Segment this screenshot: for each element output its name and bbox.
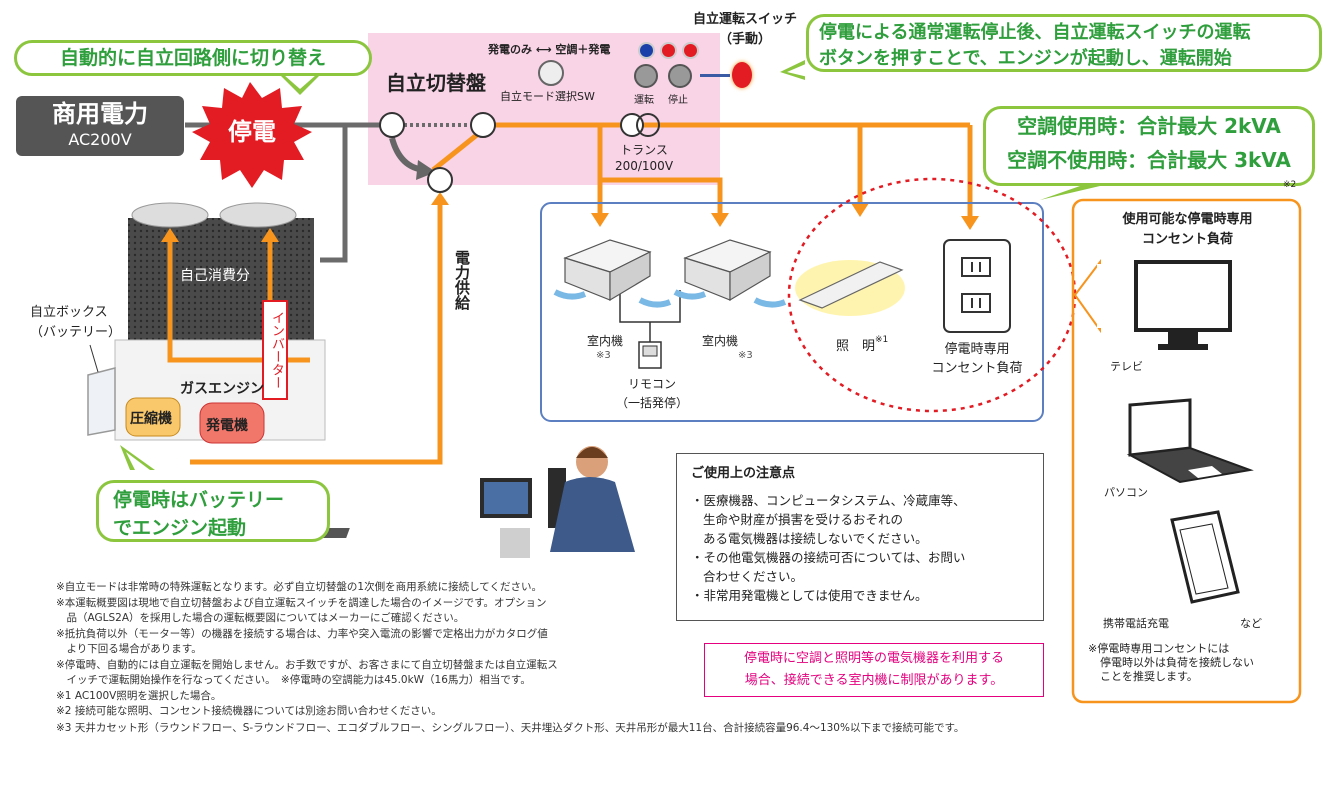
contact-independent <box>427 167 453 193</box>
stop-button[interactable] <box>668 64 692 88</box>
commercial-power-box: 商用電力 AC200V <box>16 96 184 156</box>
contact-load <box>470 112 496 138</box>
generator-label: 発電機 <box>206 418 248 434</box>
tv-icon <box>1134 260 1232 350</box>
power-supply-label: 電力供給 <box>453 250 471 310</box>
tablet-icon <box>1170 510 1240 604</box>
outage-burst-icon <box>192 82 312 188</box>
switch-blade <box>431 128 485 172</box>
loads-panel-mark: ※2 <box>1283 180 1297 190</box>
manual-switch-wire <box>700 74 730 77</box>
run-button[interactable] <box>634 64 658 88</box>
pc-label: パソコン <box>1104 486 1148 499</box>
caution-box: ご使用上の注意点 ・医療機器、コンピュータシステム、冷蔵庫等、 生命や財産が損害… <box>676 453 1044 621</box>
battery-box-icon <box>87 367 116 436</box>
bubble-instruction: 停電による通常運転停止後、自立運転スイッチの運転 ボタンを押すことで、エンジンが… <box>806 14 1322 72</box>
compressor-label: 圧縮機 <box>130 411 172 427</box>
lighting-label: 照 明※1 <box>836 335 889 354</box>
outage-label: 停電 <box>228 118 276 146</box>
footnote-3: ※3 天井カセット形（ラウンドフロー、S-ラウンドフロー、エコダブルフロー、シン… <box>56 722 965 734</box>
remote-label: リモコン （一括発停） <box>615 377 688 410</box>
switch-panel-bg <box>368 33 720 185</box>
outlet-icon <box>943 239 1011 333</box>
indoor-unit-1-icon <box>553 239 672 308</box>
commercial-power-label: 商用電力 <box>52 100 148 128</box>
indicator-lamps <box>638 42 700 63</box>
manual-switch-label: 自立運転スイッチ （手動） <box>692 12 797 47</box>
phone-label: 携帯電話充電 <box>1103 617 1169 630</box>
footnotes: ※自立モードは非常時の特殊運転となります。必ず自立切替盤の1次側を商用系統に接続… <box>56 581 558 717</box>
indoor-unit-2-label: 室内機 <box>702 334 739 348</box>
indoor-area-box <box>540 202 1044 422</box>
self-consumption-line <box>300 122 348 263</box>
mode-select-label: 発電のみ ⟷ 空調＋発電 <box>488 43 611 56</box>
lighting-icon <box>795 260 905 316</box>
battery-box-label: 自立ボックス （バッテリー） <box>30 305 122 340</box>
warning-box: 停電時に空調と照明等の電気機器を利用する 場合、接続できる室内機に制限があります… <box>704 643 1044 697</box>
loads-panel-border <box>1071 198 1302 704</box>
self-consumption-label: 自己消費分 <box>180 268 250 284</box>
loads-panel-title: 使用可能な停電時専用 コンセント負荷 <box>1122 212 1253 247</box>
indoor-unit-2-note: ※3 <box>738 350 753 361</box>
power-supply-line <box>190 200 443 465</box>
mode-select-sw-label: 自立モード選択SW <box>500 90 595 103</box>
manual-switch-button[interactable] <box>732 62 752 88</box>
loads-panel-note: ※停電時専用コンセントには 停電時以外は負荷を接続しない ことを推奨します。 <box>1088 642 1254 683</box>
indoor-unit-1-note: ※3 <box>596 350 611 361</box>
stop-label: 停止 <box>668 95 688 106</box>
transformer-label: トランス 200/100V <box>614 143 674 173</box>
contact-commercial <box>379 112 405 138</box>
indoor-unit-2-icon <box>673 239 787 308</box>
laptop-icon <box>1126 398 1254 484</box>
caution-title: ご使用上の注意点 <box>691 466 796 481</box>
run-label: 運転 <box>634 95 654 106</box>
etc-label: など <box>1240 617 1262 630</box>
mode-select-switch[interactable] <box>538 60 564 86</box>
inverter-label: インバーター <box>262 300 288 400</box>
gas-engine-label: ガスエンジン <box>180 381 264 397</box>
switch-panel-title: 自立切替盤 <box>386 71 486 95</box>
bubble-auto-switch: 自動的に自立回路側に切り替え <box>14 40 372 76</box>
tv-label: テレビ <box>1110 360 1143 373</box>
bubble-capacity: 空調使用時：合計最大 2kVA 空調不使用時：合計最大 3kVA <box>983 106 1315 186</box>
commercial-power-voltage: AC200V <box>68 130 132 149</box>
bubble-battery: 停電時はバッテリー でエンジン起動 <box>96 480 330 542</box>
outlet-label: 停電時専用 コンセント負荷 <box>931 342 1023 376</box>
indoor-unit-1-label: 室内機 <box>587 334 624 348</box>
